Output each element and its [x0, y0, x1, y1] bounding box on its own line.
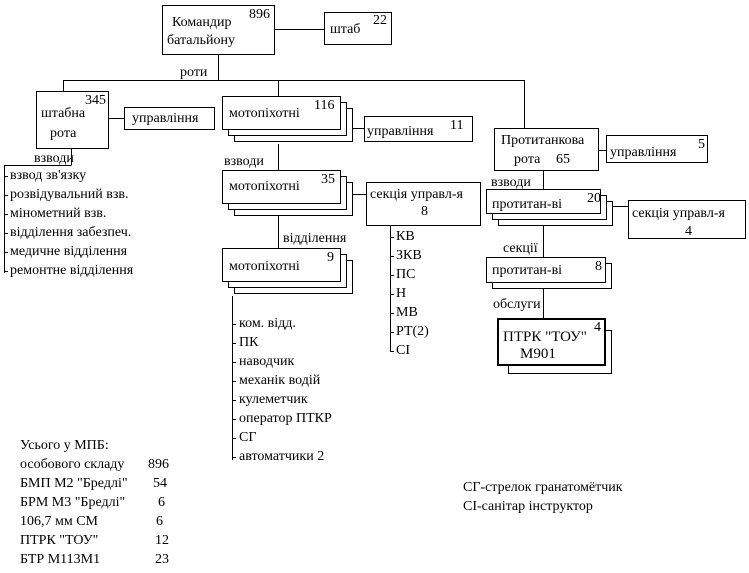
list-item: КВ — [396, 229, 415, 244]
commander-label-2: батальйону — [167, 33, 235, 48]
tow-label-2: М901 — [520, 346, 556, 362]
summary-row-label: БРМ М3 "Бредлі" — [20, 495, 126, 510]
summary-row-label: 106,7 мм СМ — [20, 514, 99, 529]
list-item: автоматчики 2 — [239, 449, 325, 464]
antitank-crews-label: обслуги — [493, 297, 541, 312]
motor-management-box — [364, 116, 473, 142]
motor-company-box — [222, 96, 341, 130]
list-item: механік водій — [239, 373, 321, 388]
motor-squad-label: мотопіхотні — [229, 259, 300, 274]
summary-row-value: 12 — [155, 533, 169, 548]
motor-section-count: 8 — [421, 204, 428, 219]
summary-row-value: 54 — [153, 476, 167, 491]
motor-platoons-label: взводи — [224, 154, 264, 169]
staff-company-box — [36, 91, 109, 149]
antitank-company-count: 65 — [556, 152, 570, 167]
summary-row-value: 23 — [155, 552, 169, 567]
list-item: ЗКВ — [396, 248, 422, 263]
summary-row-value: 6 — [158, 495, 165, 510]
summary-row-label: БМП М2 "Бредлі" — [20, 476, 128, 491]
antitank-company-label: Протитанкова — [501, 133, 585, 148]
list-item: СІ — [396, 343, 410, 358]
antitank-section-mgmt-box — [628, 200, 746, 239]
antitank-management-count: 5 — [698, 137, 705, 152]
list-item: Н — [396, 286, 407, 301]
antitank-management-label: управління — [610, 145, 677, 160]
commander-count: 896 — [249, 7, 270, 22]
list-item: МВ — [396, 305, 418, 320]
motor-management-label: управління — [367, 124, 434, 139]
hq-box — [324, 12, 392, 45]
list-item: оператор ПТКР — [239, 411, 332, 426]
list-item: відділення забезпеч. — [10, 225, 132, 240]
motor-company-label: мотопіхотні — [229, 106, 300, 121]
antitank-company-box — [494, 128, 599, 171]
staff-management-label: управління — [132, 111, 199, 126]
list-item: мінометний взв. — [10, 206, 107, 221]
motor-section-label: секція управл-я — [370, 187, 463, 202]
staff-management-box — [124, 107, 215, 130]
antitank-platoon-count: 20 — [587, 191, 601, 206]
list-item: ПК — [239, 335, 259, 350]
motor-platoon-count: 35 — [321, 172, 335, 187]
legend-item: СІ-санітар інструктор — [463, 499, 593, 514]
summary-row-value: 6 — [156, 514, 163, 529]
antitank-section-label: протитан-ві — [492, 263, 563, 278]
legend-item: СГ-стрелок гранатомётчик — [463, 480, 623, 495]
antitank-platoon-label: протитан-ві — [492, 197, 563, 212]
list-item: ком. відд. — [239, 316, 296, 331]
antitank-section-mgmt-count: 4 — [685, 224, 692, 239]
motor-platoon-label: мотопіхотні — [229, 179, 300, 194]
motor-company-count: 116 — [314, 98, 335, 113]
antitank-platoon-box — [486, 189, 601, 214]
list-item: наводчик — [239, 354, 295, 369]
motor-section-box — [366, 182, 481, 226]
tow-label: ПТРК "ТОУ" — [503, 329, 587, 345]
list-item: ПС — [396, 267, 416, 282]
summary-row-label: особового складу — [20, 457, 125, 472]
tow-count: 4 — [594, 320, 601, 335]
summary-title: Усього у МПБ: — [20, 438, 109, 453]
motor-management-count: 11 — [450, 118, 464, 133]
companies-label: роти — [180, 65, 208, 80]
staff-company-label: штабна — [41, 106, 86, 121]
antitank-platoons-label: взводи — [491, 175, 531, 190]
tow-box — [497, 318, 606, 366]
staff-company-count: 345 — [85, 93, 106, 108]
list-item: кулеметчик — [239, 392, 308, 407]
list-item: розвідувальний взв. — [10, 187, 129, 202]
motor-squad-count: 9 — [327, 250, 334, 265]
list-item: ремонтне відділення — [10, 263, 134, 278]
motor-platoon-box — [222, 170, 341, 204]
motor-squads-label: відділення — [283, 231, 347, 246]
summary-row-label: БТР М113М1 — [20, 552, 101, 567]
list-item: медичне відділення — [10, 244, 128, 259]
antitank-management-box — [606, 135, 708, 163]
antitank-sections-label: секції — [503, 241, 538, 256]
list-item: взвод зв'язку — [10, 168, 87, 183]
list-item: РТ(2) — [396, 324, 429, 339]
antitank-section-box — [486, 257, 606, 283]
antitank-section-count: 8 — [595, 259, 602, 274]
antitank-section-mgmt-label: секція управл-я — [632, 206, 725, 221]
summary-row-label: ПТРК "ТОУ" — [20, 533, 99, 548]
commander-label: Командир — [172, 15, 232, 30]
antitank-company-label-2: рота — [514, 152, 541, 167]
staff-platoons-label: взводи — [34, 151, 74, 166]
hq-label: штаб — [330, 22, 361, 37]
summary-row-value: 896 — [148, 457, 169, 472]
list-item: СГ — [239, 430, 257, 445]
staff-company-label-2: рота — [50, 126, 77, 141]
motor-squad-box — [222, 248, 341, 282]
commander-box — [162, 5, 275, 55]
hq-count: 22 — [373, 13, 387, 28]
